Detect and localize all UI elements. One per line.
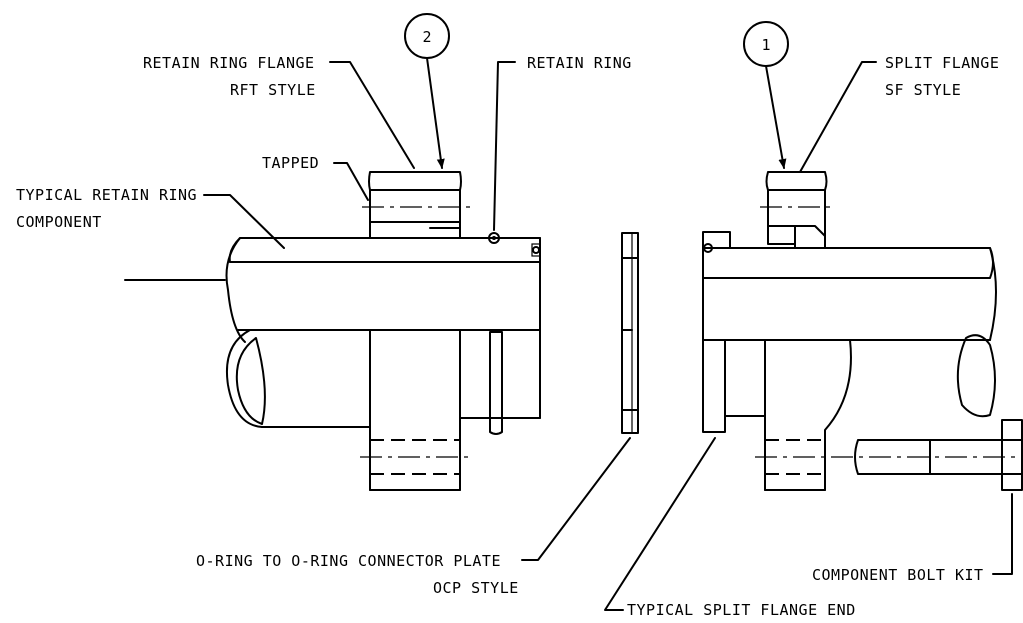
- label-oring-connector-plate: O-RING TO O-RING CONNECTOR PLATE: [196, 552, 501, 570]
- component-bolt-kit-part: [854, 419, 1023, 491]
- balloon-number-2: 2: [422, 28, 431, 46]
- label-retain-ring: RETAIN RING: [527, 54, 632, 72]
- split-flange-end-component: [702, 231, 1015, 491]
- balloon-item-2: 2: [404, 13, 450, 169]
- label-split-flange: SPLIT FLANGE: [885, 54, 999, 72]
- label-rft-style: RFT STYLE: [230, 81, 316, 99]
- label-typical-split-flange-end: TYPICAL SPLIT FLANGE END: [627, 601, 856, 619]
- retain-ring-flange-part: [360, 171, 503, 491]
- leader-lines: [203, 61, 1013, 611]
- label-retain-ring-flange: RETAIN RING FLANGE: [143, 54, 315, 72]
- label-typical-retain-ring: TYPICAL RETAIN RING: [16, 186, 197, 204]
- label-ocp-style: OCP STYLE: [433, 579, 519, 597]
- label-sf-style: SF STYLE: [885, 81, 961, 99]
- balloon-item-1: 1: [743, 21, 789, 169]
- retain-ring-component: [124, 237, 541, 428]
- label-component-bolt-kit: COMPONENT BOLT KIT: [812, 566, 984, 584]
- split-flange-part: [760, 171, 835, 249]
- label-component: COMPONENT: [16, 213, 102, 231]
- connector-plate-part: [621, 232, 639, 434]
- retain-ring-symbol: [488, 232, 541, 257]
- balloon-number-1: 1: [761, 36, 770, 54]
- label-tapped: TAPPED: [262, 154, 319, 172]
